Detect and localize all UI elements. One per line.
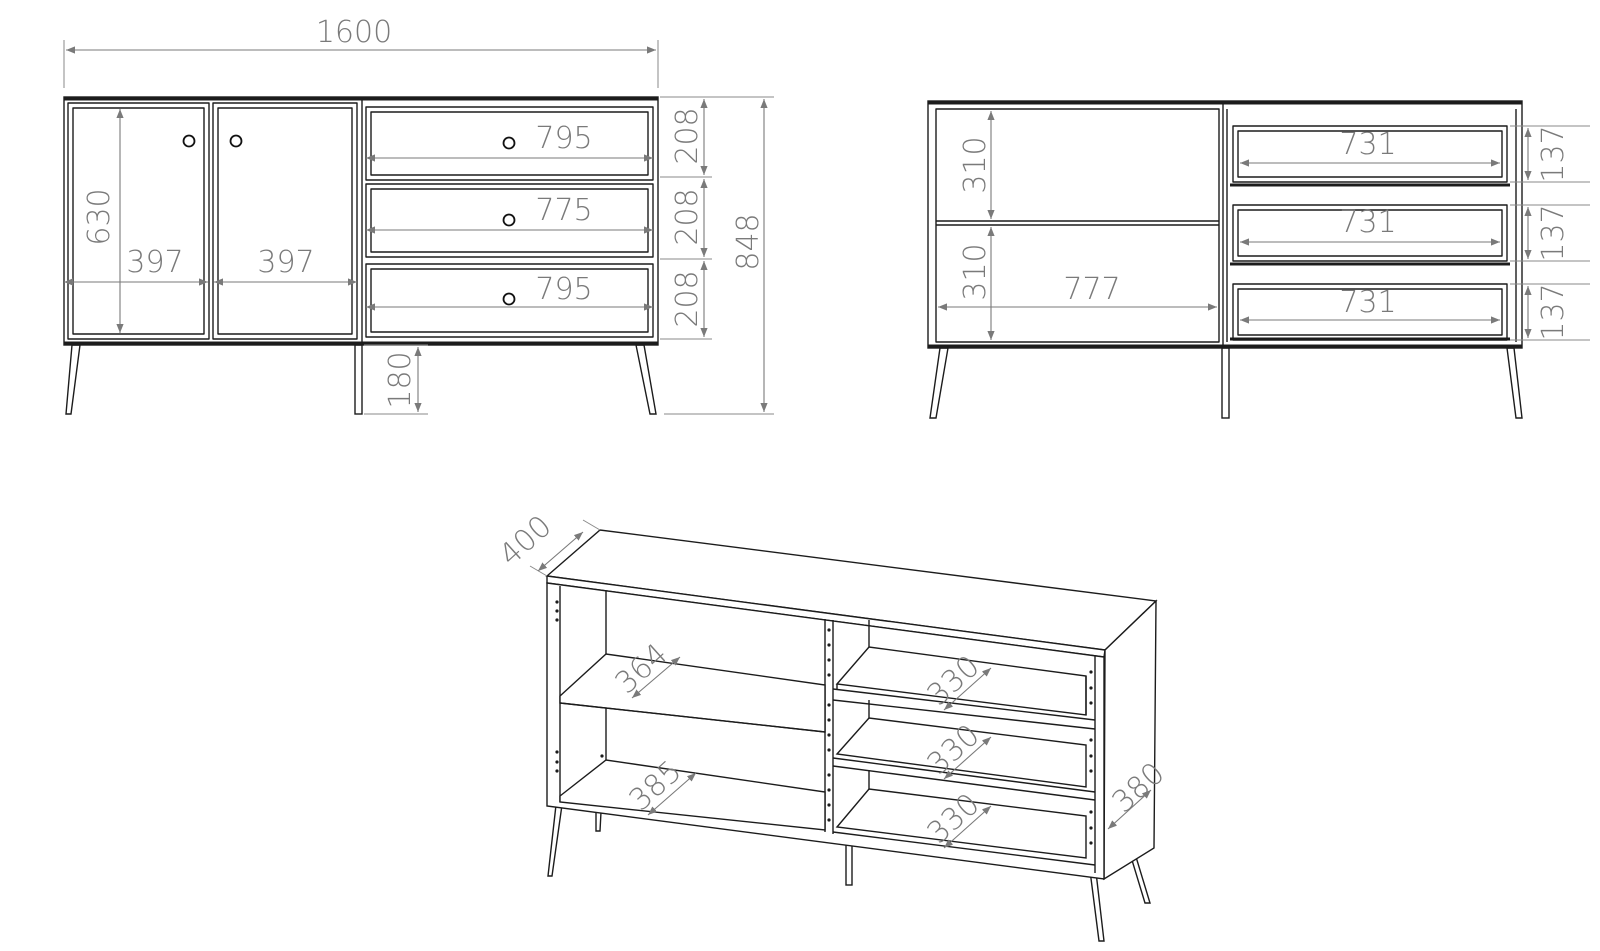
front-door-right	[212, 102, 358, 340]
dim-door-height: 630	[82, 188, 117, 245]
front-legs	[65, 344, 657, 415]
dim-drawer-inner-width-3: 731	[1339, 285, 1396, 320]
dim-drawer-top-width: 795	[535, 121, 592, 156]
dim-drawer-inner-height-2: 137	[1536, 204, 1571, 261]
front-drawer-bottom	[365, 263, 654, 338]
dim-shelf-upper-height: 310	[958, 136, 993, 193]
dim-compartment-width: 777	[1063, 272, 1120, 307]
front-drawer-middle	[365, 183, 654, 258]
front-drawer-top	[365, 106, 654, 181]
open-front-view: 310 310 777 731 731 731 137 137 137	[927, 100, 1590, 419]
dim-drawer-inner-width-1: 731	[1339, 127, 1396, 162]
dim-total-height: 848	[731, 213, 766, 270]
front-view: 1600 630 397 397 795 775 795 208 208 208…	[63, 15, 774, 415]
dim-door-left-width: 397	[126, 245, 183, 280]
dim-depth: 400	[493, 509, 559, 573]
iso-side-panel	[1103, 599, 1157, 881]
dim-drawer-middle-width: 775	[535, 193, 592, 228]
dim-shelf-lower-height: 310	[958, 243, 993, 300]
open-front-legs	[929, 347, 1523, 419]
open-drawer-2	[1230, 204, 1510, 266]
dim-drawer-bottom-width: 795	[535, 272, 592, 307]
dim-drawer-inner-width-2: 731	[1339, 205, 1396, 240]
drawer-knob-icon	[502, 292, 516, 306]
dim-drawer-inner-height-1: 137	[1536, 125, 1571, 182]
open-drawer-1	[1230, 125, 1510, 187]
front-door-left	[67, 102, 210, 340]
dim-drawer-bottom-height: 208	[670, 270, 705, 327]
dim-drawer-inner-height-3: 137	[1536, 283, 1571, 340]
drawer-knob-icon	[502, 213, 516, 227]
dim-total-width: 1600	[316, 15, 392, 50]
drawer-knob-icon	[502, 136, 516, 150]
door-knob-icon	[229, 134, 243, 148]
dim-drawer-middle-height: 208	[670, 188, 705, 245]
open-drawer-3	[1230, 283, 1510, 341]
door-knob-icon	[182, 134, 196, 148]
dim-leg-height: 180	[383, 351, 418, 408]
iso-hardware-dots	[555, 600, 1093, 845]
isometric-view: 400 364 385 330 330 330 380	[493, 509, 1172, 942]
dim-door-right-width: 397	[257, 245, 314, 280]
dim-drawer-top-height: 208	[670, 107, 705, 164]
